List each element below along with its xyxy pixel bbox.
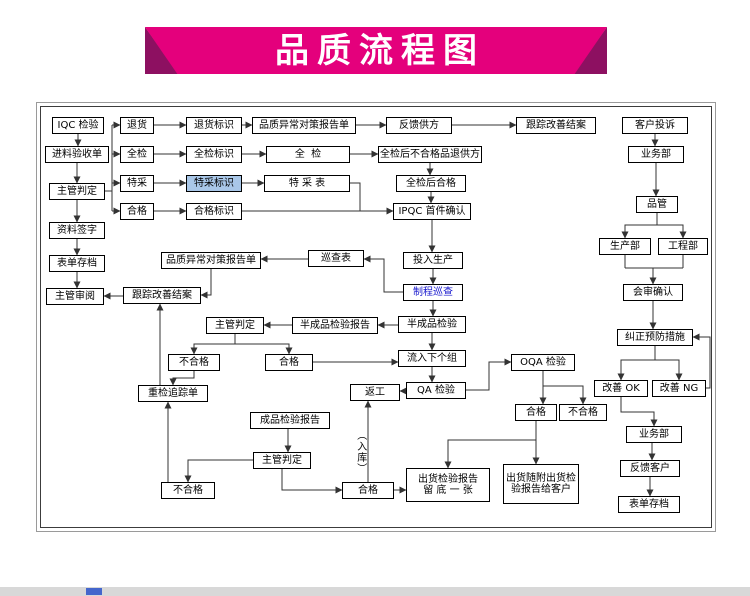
node-qualified-2: 合格 (265, 354, 313, 371)
node-improve-ok: 改善 OK (594, 380, 648, 397)
node-supervisor-judgment-2: 主管判定 (206, 317, 264, 334)
node-recheck-tracking-form: 重检追踪单 (138, 385, 208, 402)
node-business-dept-2: 业务部 (626, 426, 682, 443)
node-incoming-acceptance-form: 进料验收单 (45, 146, 109, 163)
node-full-inspect-fail-return-supplier: 全检后不合格品退供方 (378, 146, 482, 163)
footer-bar (0, 587, 750, 596)
node-process-patrol: 制程巡查 (403, 284, 463, 301)
node-quality-abnormal-report-1: 品质异常对策报告单 (252, 117, 356, 134)
node-special-acceptance: 特采 (120, 175, 154, 192)
node-qualified-1: 合格 (120, 203, 154, 220)
node-track-improve-close-2: 跟踪改善结案 (123, 287, 201, 304)
node-production-dept: 生产部 (599, 238, 651, 255)
node-full-inspection-sheet: 全 检 (266, 146, 350, 163)
node-full-inspect-pass: 全检后合格 (396, 175, 466, 192)
node-oqa-inspection: OQA 检验 (511, 354, 575, 371)
node-unqualified-2: 不合格 (161, 482, 215, 499)
node-supervisor-review: 主管审阅 (46, 288, 104, 305)
node-iqc-inspection: IQC 检验 (52, 117, 104, 134)
node-qualified-label: 合格标识 (186, 203, 242, 220)
node-business-dept-1: 业务部 (628, 146, 684, 163)
node-supervisor-judgment-3: 主管判定 (253, 452, 311, 469)
node-full-inspection-label: 全检标识 (186, 146, 242, 163)
node-customer-complaint: 客户投诉 (622, 117, 688, 134)
node-rework: 返工 (350, 384, 400, 401)
node-full-inspection: 全检 (120, 146, 154, 163)
node-special-acceptance-label: 特采标识 (186, 175, 242, 192)
node-return-label: 退货标识 (186, 117, 242, 134)
banner-ribbon: 品质流程图 (145, 27, 607, 74)
node-unqualified-1: 不合格 (168, 354, 220, 371)
node-qualified-4: 合格 (515, 404, 557, 421)
node-shipment-report-to-customer: 出货随附出货检 验报告给客户 (503, 464, 579, 504)
node-improve-ng: 改善 NG (652, 380, 706, 397)
node-joint-review-confirm: 会审确认 (623, 284, 683, 301)
node-start-production: 投入生产 (403, 252, 463, 269)
node-qualified-3: 合格 (342, 482, 394, 499)
page-title: 品质流程图 (275, 30, 485, 71)
node-quality-dept: 品管 (636, 196, 678, 213)
node-finished-product-report: 成品检验报告 (250, 412, 330, 429)
node-ipqc-first-article-confirm: IPQC 首件确认 (393, 203, 471, 220)
node-feedback-customer: 反馈客户 (620, 460, 680, 477)
node-engineering-dept: 工程部 (658, 238, 708, 255)
node-semi-finished-inspection: 半成品检验 (398, 316, 466, 333)
node-return-goods: 退货 (120, 117, 154, 134)
footer-accent (86, 588, 102, 595)
node-track-improve-close-1: 跟踪改善结案 (516, 117, 596, 134)
node-feedback-supplier: 反馈供方 (386, 117, 452, 134)
node-corrective-preventive-measures: 纠正预防措施 (617, 329, 693, 346)
title-banner: 品质流程图 (145, 27, 607, 74)
node-warehouse-in-label: （入库） (354, 430, 366, 474)
node-form-archive-2: 表单存档 (618, 496, 680, 513)
node-unqualified-3: 不合格 (559, 404, 607, 421)
node-patrol-sheet: 巡查表 (308, 250, 364, 267)
node-flow-to-next-group: 流入下个组 (398, 350, 466, 367)
node-form-archive-1: 表单存档 (49, 255, 105, 272)
node-special-acceptance-sheet: 特 采 表 (264, 175, 350, 192)
node-shipment-report-keep-copy: 出货检验报告 留 底 一 张 (406, 468, 490, 502)
node-data-signature: 资料签字 (49, 222, 105, 239)
node-semi-finished-report: 半成品检验报告 (292, 317, 378, 334)
node-qa-inspection: QA 检验 (406, 382, 466, 399)
node-supervisor-judgment-1: 主管判定 (49, 183, 105, 200)
node-quality-abnormal-report-2: 品质异常对策报告单 (161, 252, 261, 269)
